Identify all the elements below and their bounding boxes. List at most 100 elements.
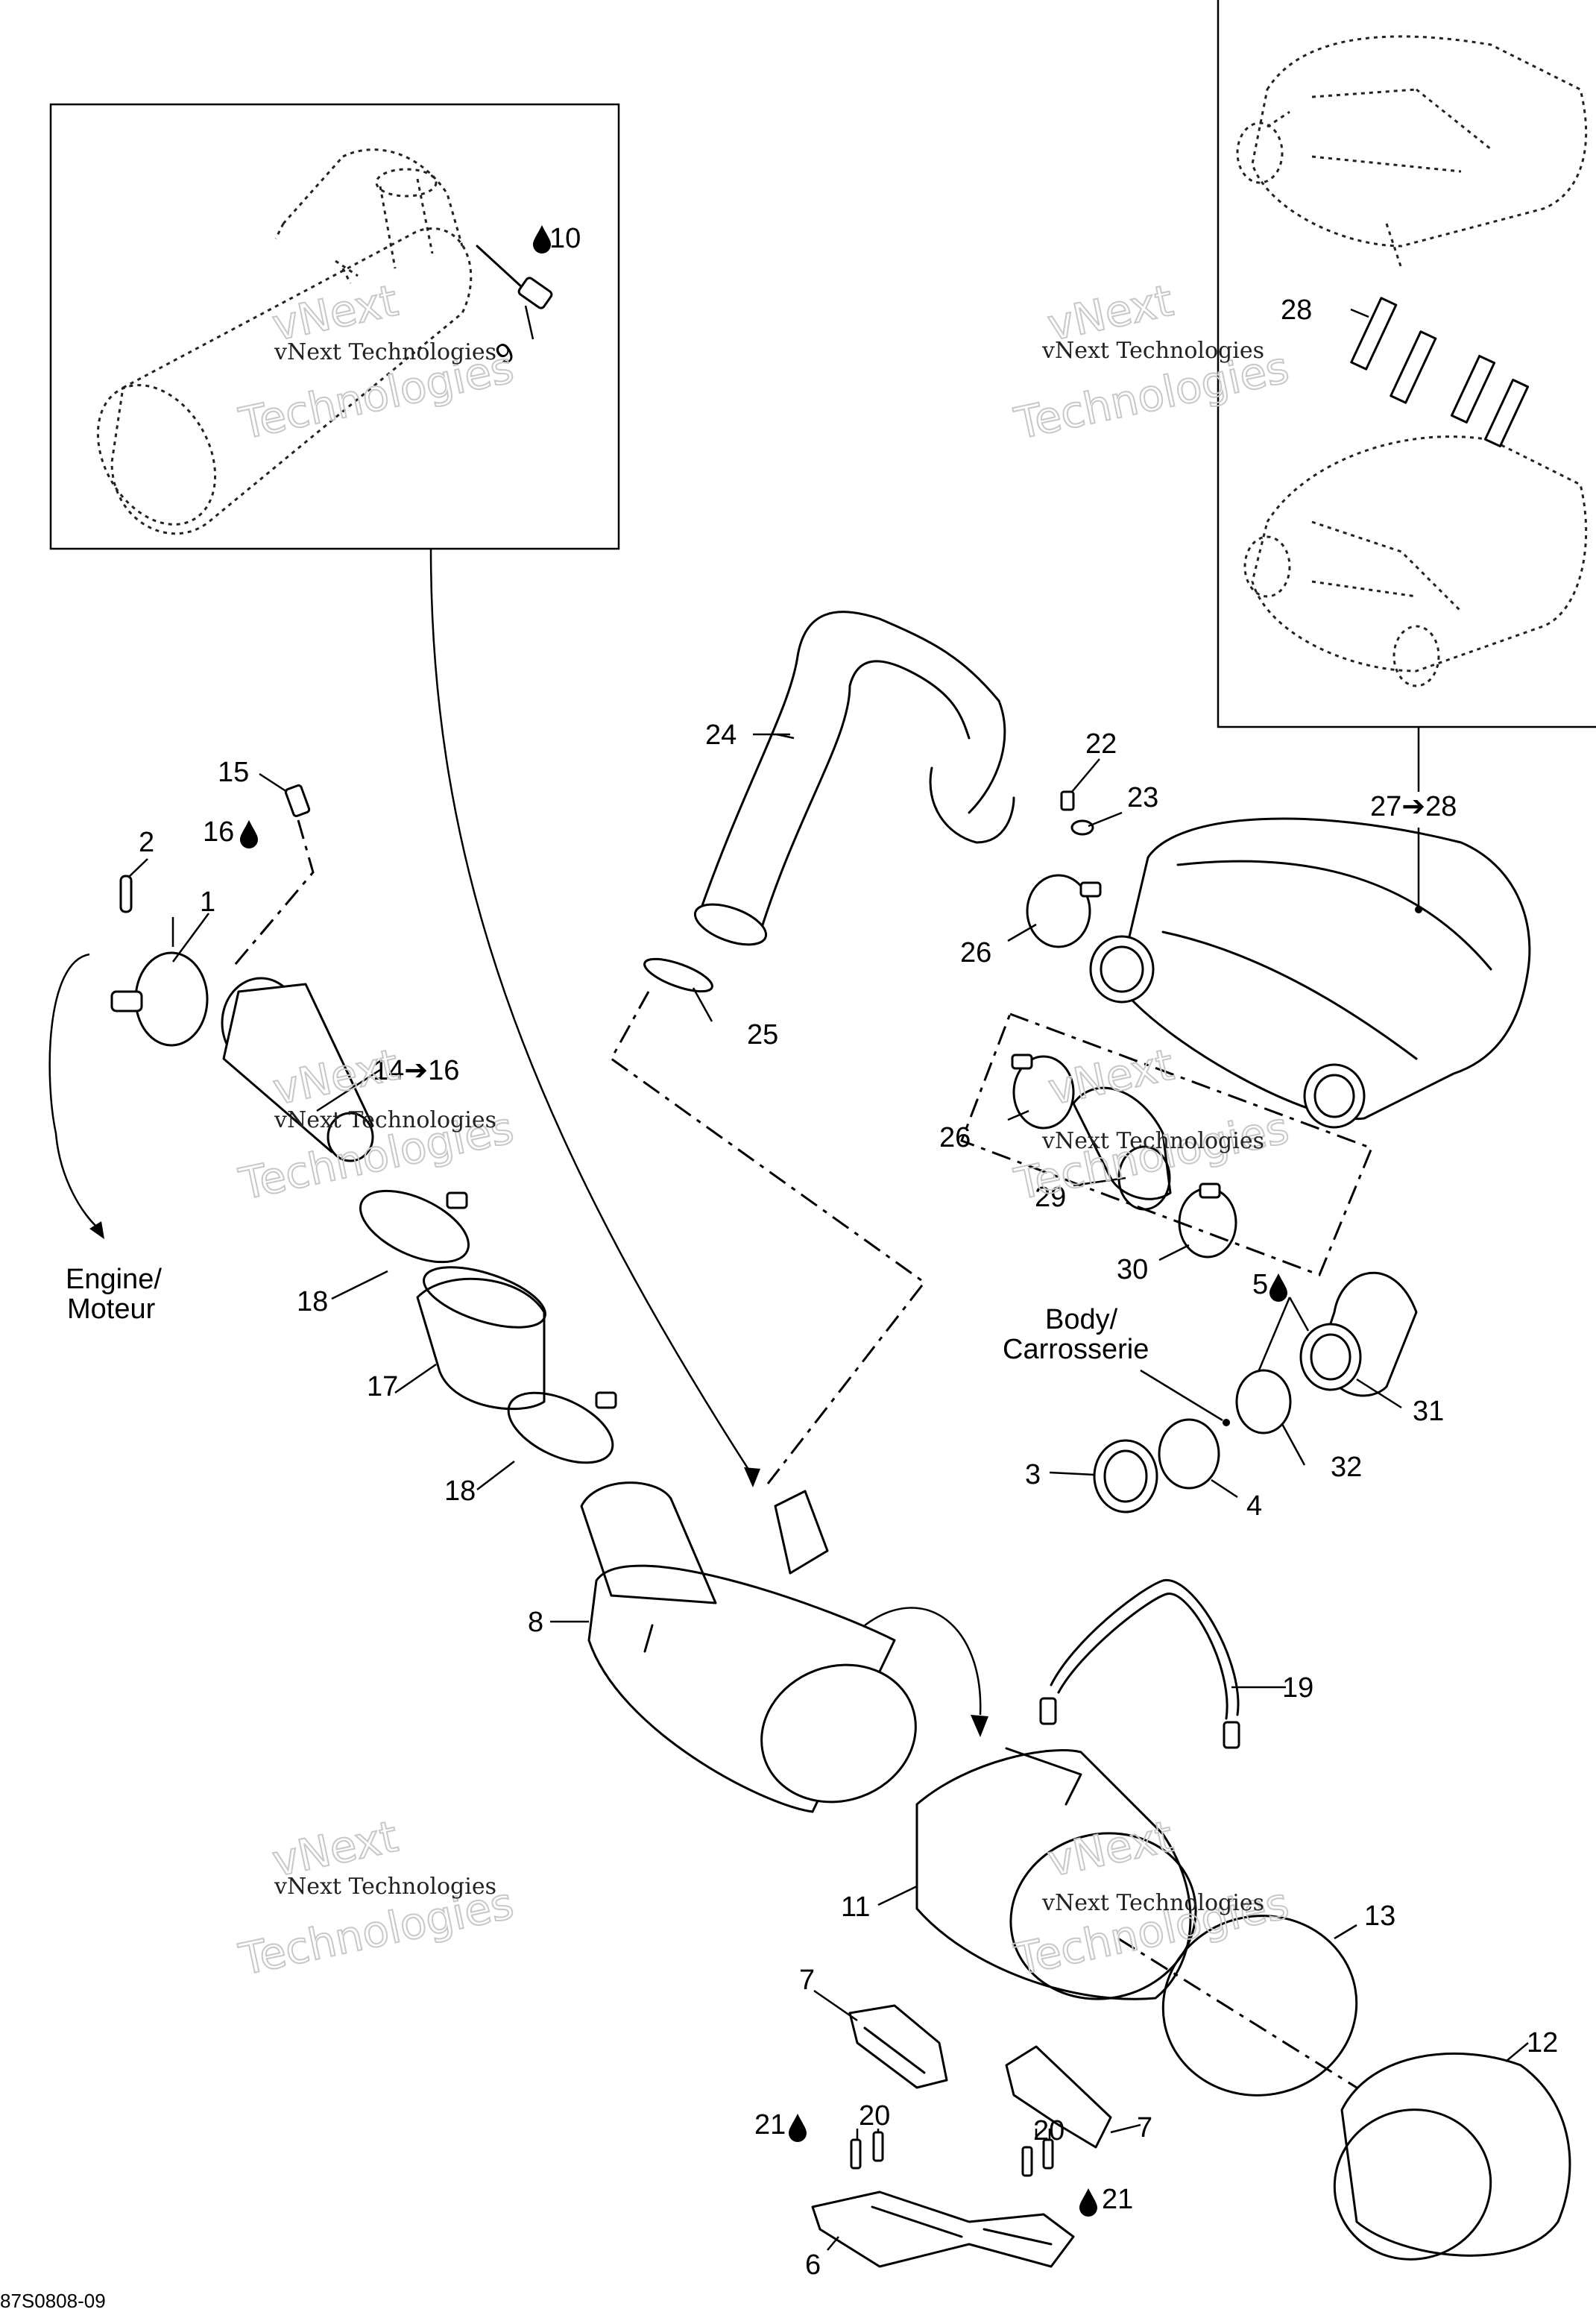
- watermark-5: Technologies vNext vNext Technologies: [234, 1810, 519, 1986]
- dashed-guide-25: [610, 991, 927, 1484]
- label-6: 6: [805, 2249, 821, 2281]
- sensor-9: [476, 245, 553, 309]
- label-3: 3: [1025, 1459, 1041, 1490]
- body-leader: [1140, 1369, 1223, 1422]
- dashed-axis-11-12: [1117, 1937, 1357, 2089]
- watermark-1: Technologies vNext vNext Technologies: [234, 274, 519, 450]
- label-11: 11: [841, 1892, 870, 1923]
- oil-drop-icons: [240, 225, 1287, 2217]
- oil-drop-icon: [240, 820, 258, 848]
- label-1: 1: [200, 886, 215, 918]
- clamp-26-lower: [1011, 1053, 1075, 1130]
- label-17: 17: [367, 1371, 398, 1402]
- clamp-25: [643, 957, 713, 993]
- spacer-28-set: [1350, 297, 1530, 448]
- inset-pointer-curve: [429, 548, 754, 1477]
- label-10: 10: [549, 223, 581, 254]
- end-cap-12: [1333, 2052, 1571, 2261]
- label-30: 30: [1117, 1254, 1148, 1285]
- part-numbers: 1 2 3 4 5 6 7 7 8 9 10 11 12 13 14➔16 15…: [139, 223, 1558, 2281]
- engine-arrow-line: [48, 953, 101, 1231]
- clamp-18-lower: [507, 1391, 617, 1464]
- label-18a: 18: [297, 1286, 328, 1317]
- label-21b: 21: [1102, 2184, 1133, 2215]
- label-16: 16: [203, 816, 234, 848]
- label-23: 23: [1127, 782, 1158, 813]
- label-29: 29: [1035, 1182, 1066, 1213]
- leader-lines: [129, 305, 1529, 2251]
- label-26b: 26: [939, 1122, 971, 1153]
- drawing-code: 87S0808-09: [0, 2290, 106, 2312]
- exhaust-manifold-14: [221, 977, 374, 1162]
- ring-32: [1235, 1369, 1292, 1434]
- label-4: 4: [1246, 1490, 1262, 1522]
- watermark-2: Technologies vNext vNext Technologies: [1009, 274, 1294, 450]
- screws-20: [850, 2131, 1054, 2177]
- label-2: 2: [139, 827, 154, 858]
- label-22: 22: [1085, 728, 1117, 760]
- bolt-22: [1060, 790, 1075, 811]
- ring-4: [1158, 1418, 1220, 1490]
- engine-note-line1: Engine/: [66, 1264, 162, 1295]
- label-25: 25: [747, 1019, 778, 1051]
- inset-resonator-bottom: [1243, 435, 1588, 687]
- oil-drop-icon: [1079, 2188, 1097, 2217]
- grommet-3: [1093, 1439, 1158, 1514]
- label-24: 24: [705, 719, 737, 751]
- inset-frame-muffler-detail: [49, 103, 620, 550]
- label-8: 8: [528, 1607, 543, 1638]
- plate-6: [811, 2190, 1075, 2268]
- elbow-31: [1299, 1271, 1418, 1397]
- band-13: [1161, 1915, 1358, 2097]
- body-note-line1: Body/: [1045, 1304, 1118, 1335]
- clamp-1: [110, 951, 209, 1047]
- resonator-box-27: [1089, 817, 1531, 1129]
- bracket-7-left: [848, 2004, 948, 2089]
- oil-drop-icon: [1269, 1273, 1287, 1302]
- muffler-8: [580, 1481, 917, 1813]
- body-point: [1223, 1419, 1230, 1426]
- bracket-7-right: [1005, 2045, 1112, 2149]
- engine-arrowhead: [89, 1221, 104, 1239]
- label-20a: 20: [859, 2100, 890, 2132]
- label-14: 14➔16: [373, 1055, 459, 1086]
- label-20b: 20: [1033, 2115, 1064, 2147]
- inset-pointer-arrowhead: [744, 1467, 760, 1487]
- svg-text:vNext Technologies: vNext Technologies: [274, 339, 496, 365]
- engine-note-line2: Moteur: [67, 1294, 156, 1325]
- inset-frame-resonator-detail: [1217, 0, 1596, 728]
- oil-drop-icon: [533, 225, 551, 253]
- clamp-18-upper: [359, 1189, 470, 1264]
- label-27: 27➔28: [1370, 791, 1457, 822]
- strap-19: [1039, 1579, 1240, 1749]
- svg-text:vNext Technologies: vNext Technologies: [274, 1107, 496, 1133]
- fitting-15: [284, 784, 311, 817]
- svg-text:vNext Technologies: vNext Technologies: [1041, 1128, 1264, 1154]
- label-21a: 21: [754, 2109, 786, 2141]
- label-32: 32: [1331, 1452, 1362, 1483]
- label-7b: 7: [1137, 2112, 1152, 2144]
- label-18b: 18: [444, 1475, 476, 1507]
- label-28: 28: [1281, 295, 1312, 326]
- label-26a: 26: [960, 937, 991, 968]
- body-note-line2: Carrosserie: [1003, 1334, 1149, 1365]
- label-12: 12: [1527, 2027, 1558, 2059]
- dashed-guide-15: [230, 819, 315, 970]
- dashed-box-resonator-hoses: [960, 1012, 1373, 1276]
- clamp-26-upper: [1026, 874, 1102, 948]
- inset-resonator-top: [1236, 35, 1588, 269]
- svg-text:vNext Technologies: vNext Technologies: [1041, 1890, 1264, 1916]
- svg-text:vNext Technologies: vNext Technologies: [1041, 338, 1264, 364]
- pin-2: [119, 875, 133, 913]
- muffler-arrowhead: [971, 1715, 988, 1737]
- pipe-24: [693, 611, 1015, 946]
- label-19: 19: [1282, 1672, 1313, 1704]
- sleeve-17: [416, 1266, 546, 1411]
- label-15: 15: [218, 757, 249, 788]
- label-5: 5: [1252, 1269, 1268, 1300]
- svg-text:vNext Technologies: vNext Technologies: [274, 1874, 496, 1900]
- label-31: 31: [1413, 1396, 1444, 1427]
- oil-drop-icon: [789, 2114, 807, 2142]
- inset-muffler: [96, 148, 473, 535]
